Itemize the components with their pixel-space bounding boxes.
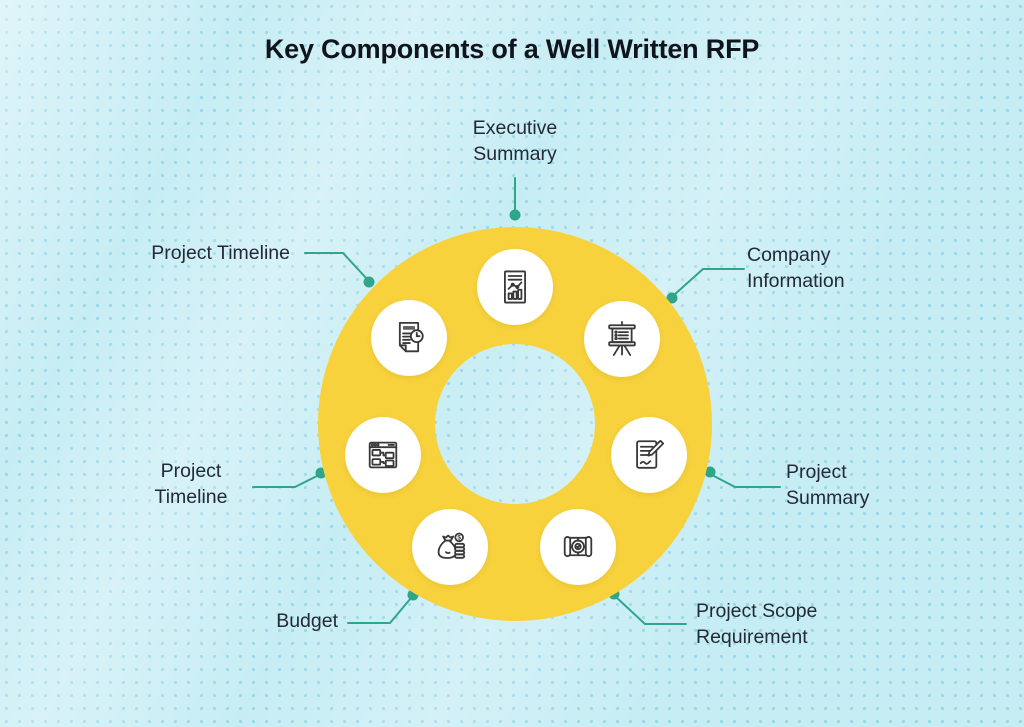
document-pen-icon [627,433,671,477]
node-executive-summary [477,249,553,325]
connector-company-information [673,268,745,296]
label-company-information: Company Information [747,244,845,292]
node-project-summary [611,417,687,493]
connector-budget [347,597,412,624]
document-clock-icon [387,316,431,360]
label-project-summary: Project Summary [786,461,870,509]
connector-project-timeline-top [304,252,368,280]
connector-project-summary [711,474,781,488]
label-project-scope-requirement: Project Scope Requirement [696,600,818,648]
node-company-information [584,301,660,377]
label-executive-summary: Executive Summary [472,117,558,165]
money-bag-icon: $ [428,525,472,569]
blueprint-target-icon [556,525,600,569]
presentation-board-icon [600,317,644,361]
node-budget: $ [412,509,488,585]
svg-text:$: $ [457,535,461,542]
node-project-scope-requirement [540,509,616,585]
label-project-timeline-left: Project Timeline [154,460,228,508]
label-project-timeline-top: Project Timeline [151,242,290,264]
connector-project-timeline-left [252,474,320,488]
node-project-timeline-top [371,300,447,376]
connector-project-scope [615,596,687,625]
connector-dot-executive-summary [509,209,521,221]
report-chart-icon [493,265,537,309]
page-title: Key Components of a Well Written RFP [264,34,760,64]
label-budget: Budget [276,610,338,632]
node-project-timeline-left [345,417,421,493]
flowchart-window-icon [361,433,405,477]
